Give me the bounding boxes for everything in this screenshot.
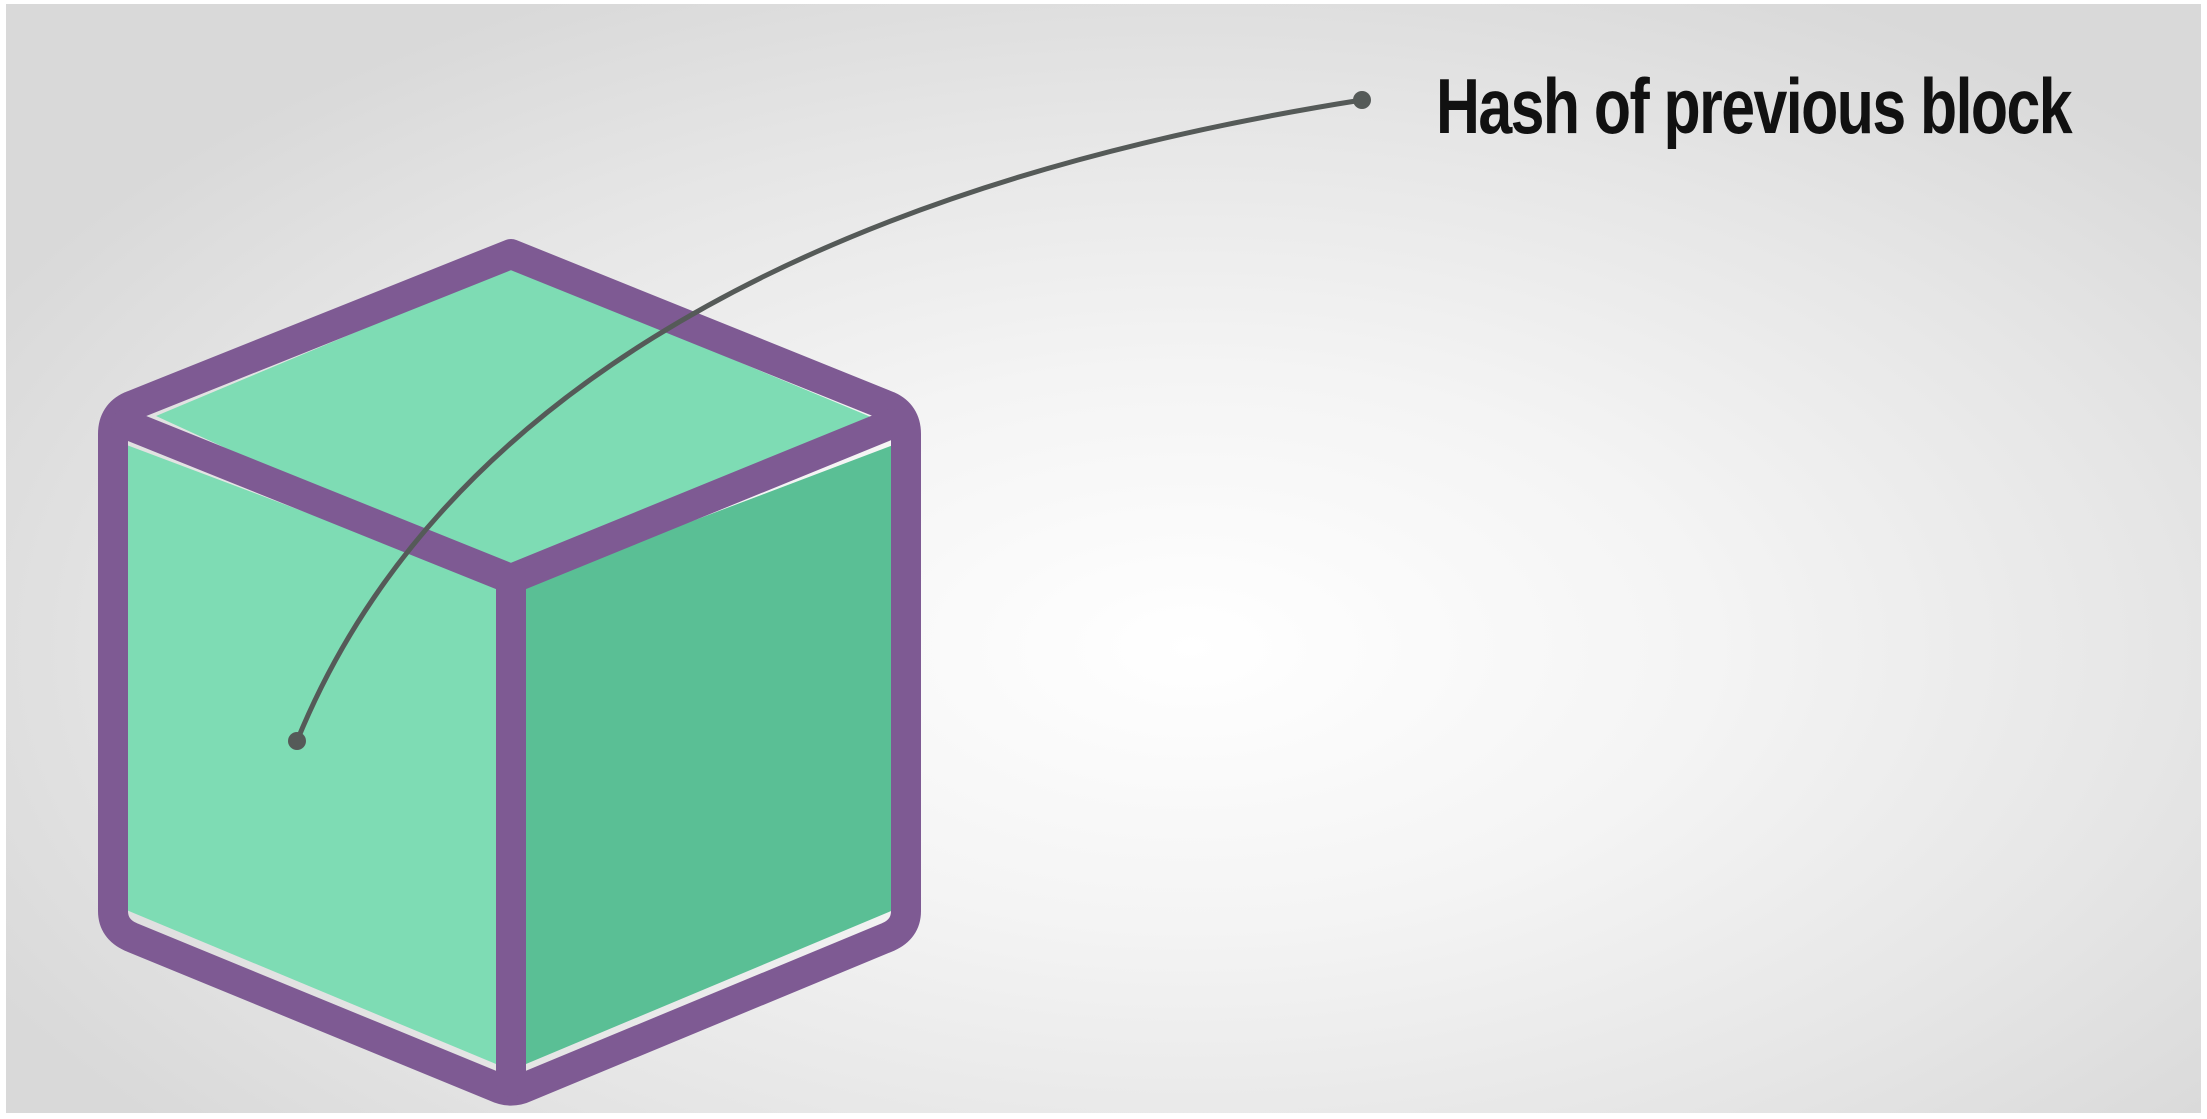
cube-left-face [124, 444, 496, 1064]
cube-outline [98, 239, 921, 1106]
cube-top-face [156, 267, 871, 579]
slide-canvas: Hash of previous block [6, 4, 2201, 1113]
callout-pointer [288, 91, 1371, 750]
pointer-start-dot [288, 732, 306, 750]
cube-icon [98, 239, 921, 1106]
cube-right-face [526, 444, 896, 1064]
pointer-line [294, 97, 1365, 744]
block-diagram [98, 91, 1371, 1106]
callout-label: Hash of previous block [1436, 62, 2073, 150]
pointer-end-dot [1353, 91, 1371, 109]
